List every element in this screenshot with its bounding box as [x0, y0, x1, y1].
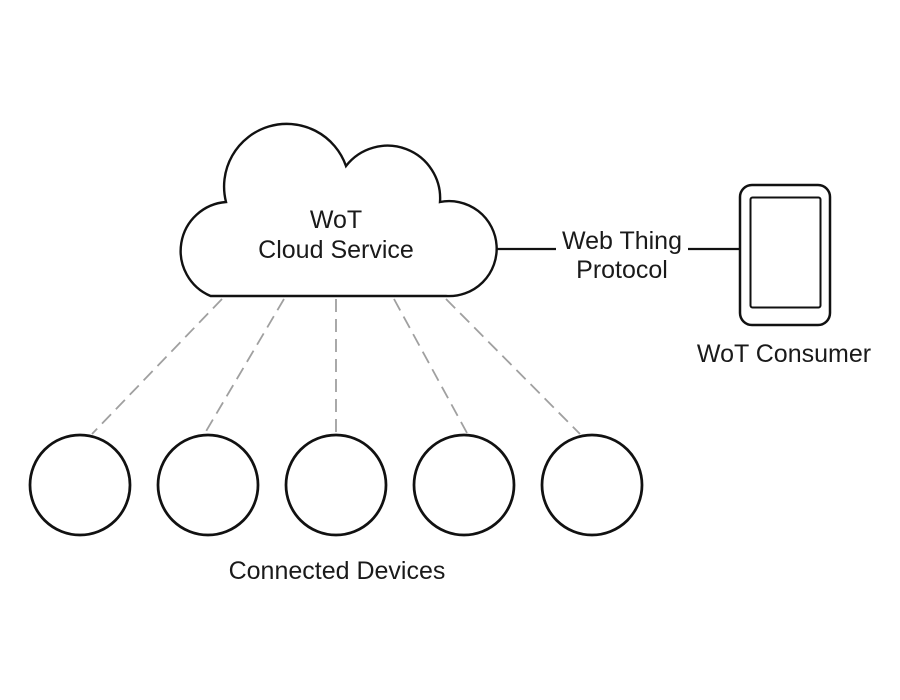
wot-cloud-service-node: WoT Cloud Service: [179, 122, 498, 298]
device-link-line-4: [393, 298, 468, 434]
device-link-line-5: [445, 298, 581, 435]
device-link-line-1: [91, 298, 223, 435]
cloud-label-line2: Cloud Service: [258, 236, 414, 264]
connected-devices-group: Connected Devices: [28, 433, 644, 585]
device-link-line-2: [204, 298, 285, 434]
cloud-icon: [179, 122, 498, 298]
consumer-label: WoT Consumer: [697, 340, 871, 368]
device-circle-3: [284, 433, 388, 537]
device-circle-2: [156, 433, 260, 537]
wot-consumer-node: WoT Consumer: [697, 183, 871, 368]
connected-devices-label: Connected Devices: [229, 557, 446, 585]
device-links: [91, 298, 581, 435]
phone-screen: [749, 196, 822, 309]
device-circle-1: [28, 433, 132, 537]
device-circle-5: [540, 433, 644, 537]
device-circle-4: [412, 433, 516, 537]
protocol-label: Web Thing Protocol: [556, 216, 688, 284]
protocol-label-background: [556, 216, 688, 284]
cloud-label-line1: WoT: [310, 206, 362, 234]
protocol-label-line1: Web Thing: [562, 227, 682, 255]
protocol-label-line2: Protocol: [576, 256, 668, 284]
